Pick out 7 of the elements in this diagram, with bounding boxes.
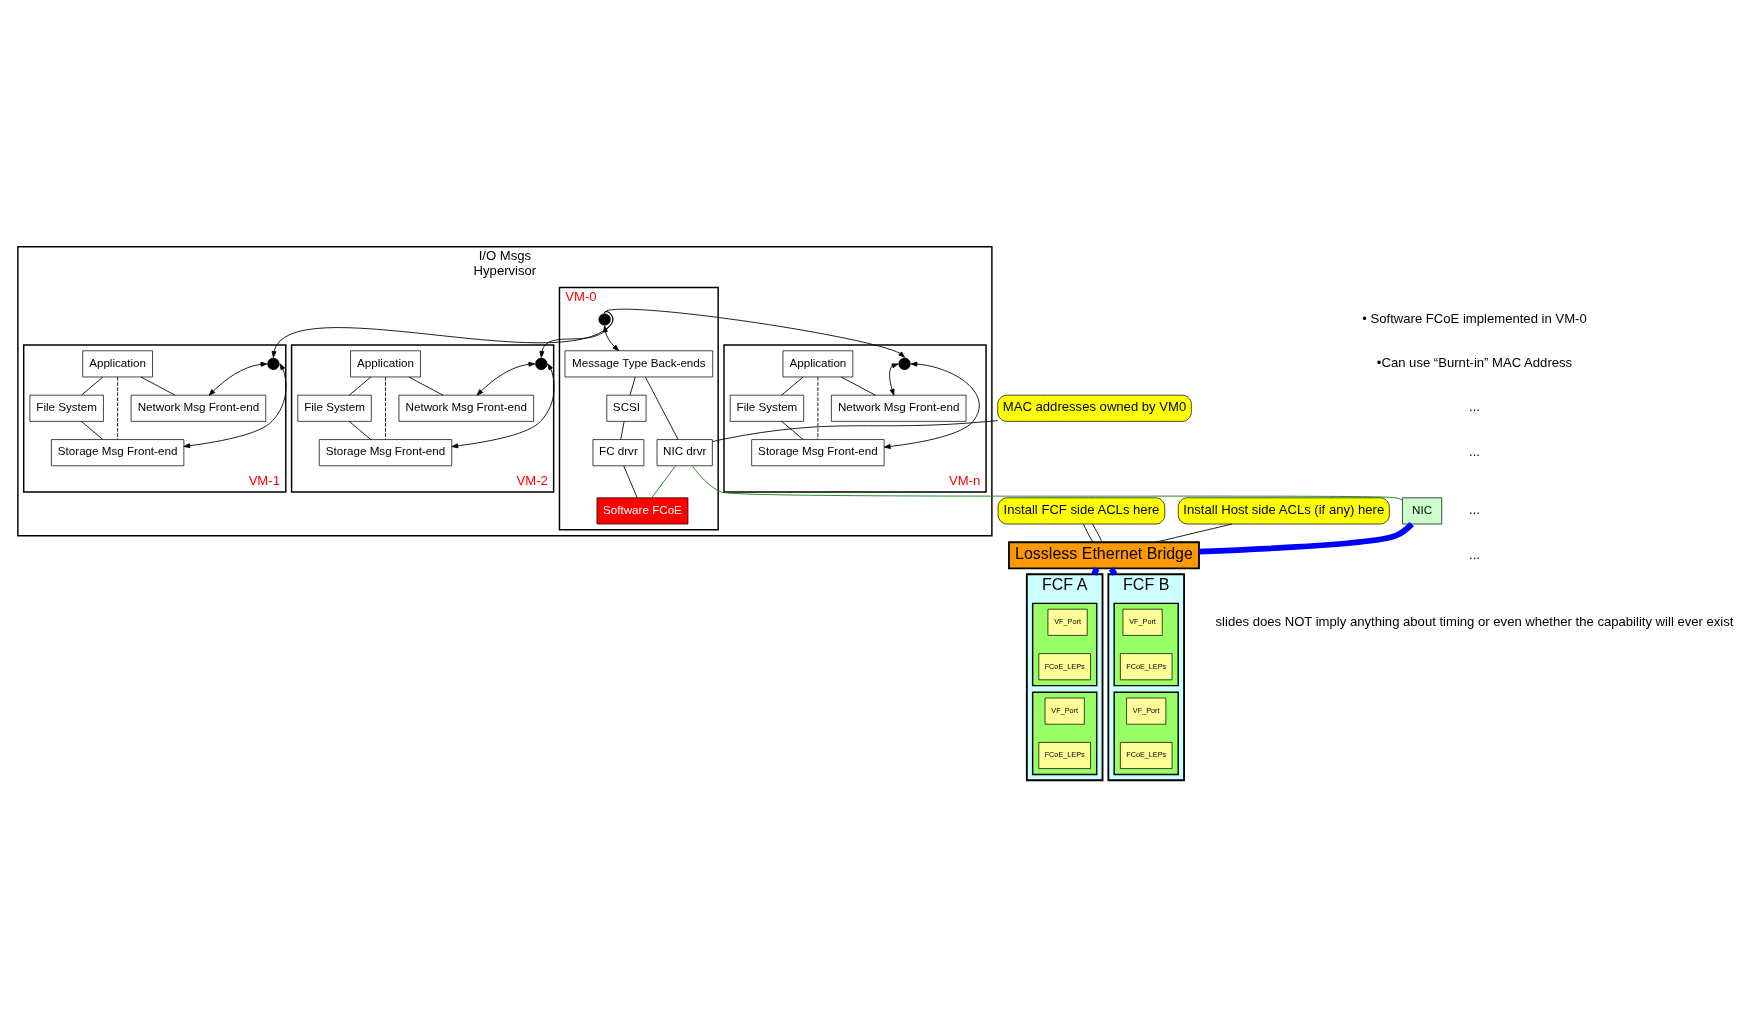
label: ... xyxy=(1469,502,1480,518)
label: •Can use “Burnt-in” MAC Address xyxy=(1376,355,1573,371)
label: ... xyxy=(1469,443,1480,459)
label: • Software FCoE implemented in VM-0 xyxy=(1362,310,1587,326)
label: slides does NOT imply anything about timing or even whether the capability will ever exist xyxy=(1215,613,1734,629)
label: ... xyxy=(1469,399,1480,415)
label: ... xyxy=(1469,546,1480,562)
